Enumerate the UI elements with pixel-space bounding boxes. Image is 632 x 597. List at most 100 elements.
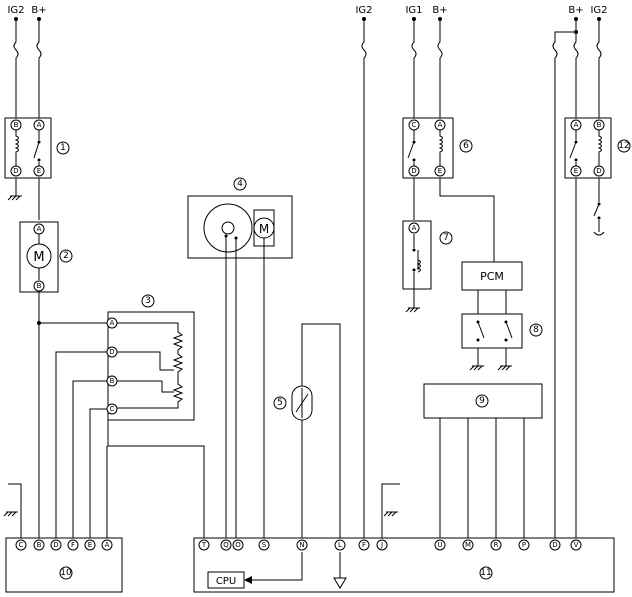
callout-11: 11 — [479, 566, 493, 580]
callout-number: 1 — [60, 143, 66, 153]
callout-number: 6 — [463, 141, 469, 151]
pin-label: D — [109, 348, 114, 356]
pin-label: E — [37, 167, 41, 175]
connector-pin-q: Q — [220, 539, 232, 551]
motor-2: M — [19, 221, 59, 293]
pin-label: B — [597, 121, 602, 129]
pin-label: B — [37, 541, 42, 549]
supply-label-bplus: B+ — [568, 5, 583, 16]
pin-label: B — [110, 377, 115, 385]
connector-pin-f: F — [67, 539, 79, 551]
pin-label: A — [574, 121, 579, 129]
callout-7: 7 — [439, 231, 453, 245]
pin-label: C — [19, 541, 24, 549]
pin-label: E — [88, 541, 92, 549]
callout-number: 5 — [277, 398, 283, 408]
pin-label: Q — [223, 541, 229, 549]
callout-10: 10 — [59, 566, 73, 580]
callout-number: 11 — [480, 568, 491, 578]
connector-pin-u: U — [434, 539, 446, 551]
sensor-3 — [37, 292, 195, 538]
pin-label: F — [362, 541, 366, 549]
connector-pin-a: A — [33, 223, 45, 235]
pin-label: B — [14, 121, 19, 129]
pin-label: A — [412, 224, 417, 232]
connector-pin-b: B — [33, 539, 45, 551]
supply-label-bplus: B+ — [432, 5, 447, 16]
pin-label: E — [438, 167, 442, 175]
connector-pin-b: B — [10, 119, 22, 131]
pin-label: A — [37, 121, 42, 129]
pcm-box: PCM — [461, 261, 523, 314]
connector-pin-m: M — [462, 539, 474, 551]
callout-6: 6 — [459, 139, 473, 153]
pin-label: A — [37, 225, 42, 233]
connector-pin-a: A — [106, 317, 118, 329]
pin-label: V — [574, 541, 579, 549]
connector-pin-a: A — [434, 119, 446, 131]
connector-pin-d: D — [593, 165, 605, 177]
supply-label-ig1: IG1 — [405, 5, 422, 16]
connector-pin-c: C — [408, 119, 420, 131]
switch-7 — [402, 220, 432, 313]
callout-1: 1 — [56, 141, 70, 155]
connector-pin-c: C — [106, 403, 118, 415]
callout-5: 5 — [273, 396, 287, 410]
supply-label-ig2: IG2 — [7, 5, 24, 16]
connector-pin-b: B — [33, 280, 45, 292]
pin-label: N — [299, 541, 304, 549]
motor-symbol: M — [259, 222, 269, 236]
pin-label: D — [552, 541, 557, 549]
unit-4: M — [107, 195, 293, 538]
pin-label: C — [412, 121, 417, 129]
connector-pin-s: S — [258, 539, 270, 551]
connector-pin-d: D — [106, 346, 118, 358]
callout-8: 8 — [529, 323, 543, 337]
connector-pin-r: R — [490, 539, 502, 551]
connector-pin-n: N — [296, 539, 308, 551]
connector-pin-f: F — [358, 539, 370, 551]
pin-label: T — [201, 541, 207, 549]
pin-label: L — [338, 541, 342, 549]
callout-number: 3 — [145, 296, 151, 306]
supply-label-bplus: B+ — [31, 5, 46, 16]
pin-label: O — [235, 541, 241, 549]
unit-11: CPU — [193, 483, 615, 593]
connector-pin-p: P — [518, 539, 530, 551]
connector-pin-t: T — [198, 539, 210, 551]
thermistor-5 — [291, 323, 341, 538]
connector-pin-l: L — [334, 539, 346, 551]
pin-label: R — [494, 541, 499, 549]
callout-number: 8 — [533, 325, 539, 335]
pin-label: D — [596, 167, 601, 175]
connector-pin-d: D — [549, 539, 561, 551]
connector-pin-e: E — [33, 165, 45, 177]
pcm-label: PCM — [480, 270, 504, 283]
cpu-label: CPU — [216, 576, 236, 587]
pin-label: D — [411, 167, 416, 175]
callout-number: 2 — [63, 251, 69, 261]
pin-label: A — [110, 319, 115, 327]
connector-pin-c: C — [15, 539, 27, 551]
pin-label: D — [13, 167, 18, 175]
callout-12: 12 — [617, 139, 631, 153]
connector-pin-b: B — [106, 375, 118, 387]
callout-number: 12 — [618, 141, 629, 151]
pin-label: S — [262, 541, 267, 549]
connector-pin-a: A — [33, 119, 45, 131]
supply-label-ig2: IG2 — [590, 5, 607, 16]
pin-label: C — [110, 405, 115, 413]
callout-number: 7 — [443, 233, 449, 243]
connector-pin-e: E — [434, 165, 446, 177]
fuse-symbols — [13, 17, 602, 538]
pin-label: F — [71, 541, 75, 549]
switch-block-8 — [461, 313, 523, 371]
callout-number: 10 — [60, 568, 72, 578]
callout-number: 9 — [479, 396, 485, 406]
connector-pin-a: A — [101, 539, 113, 551]
pin-label: M — [465, 541, 471, 549]
pin-label: U — [437, 541, 442, 549]
connector-pin-j: J — [376, 539, 388, 551]
supply-label-ig2: IG2 — [355, 5, 372, 16]
